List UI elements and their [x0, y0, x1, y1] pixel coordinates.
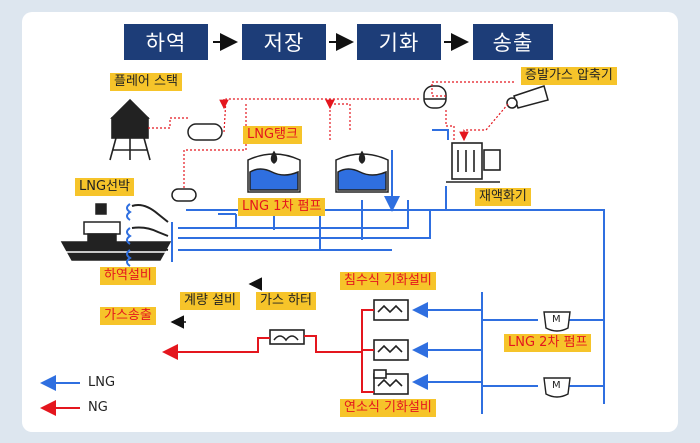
label-bog-compressor: 증발가스 압축기	[521, 67, 617, 85]
unloading-arm-icon	[126, 203, 169, 267]
lng-tank-icon	[247, 150, 389, 193]
step-sendout: 송출	[473, 24, 553, 60]
pump-motor-letter: M	[552, 380, 561, 391]
ng-lines	[162, 309, 374, 393]
bog-lines	[148, 81, 514, 188]
label-gas-heater: 가스 하터	[256, 292, 316, 310]
compressor-icon	[423, 85, 549, 109]
label-gas-send: 가스송출	[100, 307, 156, 325]
lng-lines	[171, 129, 605, 414]
legend-lng: LNG	[88, 375, 116, 390]
label-metering: 계량 설비	[180, 292, 240, 310]
label-lng-tank: LNG탱크	[243, 126, 302, 144]
gas-heater-icon	[269, 329, 305, 345]
vaporizer-icon	[373, 299, 409, 395]
flare-stack-icon	[109, 98, 151, 161]
pump-motor-icon	[543, 311, 571, 398]
output-arrows	[170, 277, 262, 329]
recondenser-icon	[446, 142, 501, 183]
label-unloading: 하역설비	[100, 267, 156, 285]
label-submerged-vaporizer: 침수식 기화설비	[340, 272, 436, 290]
gas-drum-icon	[171, 123, 223, 202]
legend-lines	[40, 375, 80, 416]
step-vaporization: 기화	[357, 24, 441, 60]
label-flare-stack: 플레어 스택	[110, 73, 182, 91]
step-storage: 저장	[242, 24, 326, 60]
label-primary-pump: LNG 1차 펌프	[238, 198, 326, 216]
label-recondenser: 재액화기	[475, 188, 531, 206]
pump-motor-letter: M	[552, 314, 561, 325]
lng-ship-icon	[60, 203, 172, 261]
legend-ng: NG	[88, 400, 108, 415]
step-unloading: 하역	[124, 24, 208, 60]
label-lng-ship: LNG선박	[75, 178, 134, 196]
label-secondary-pump: LNG 2차 펌프	[504, 334, 592, 352]
label-combustion-vaporizer: 연소식 기화설비	[340, 399, 436, 417]
